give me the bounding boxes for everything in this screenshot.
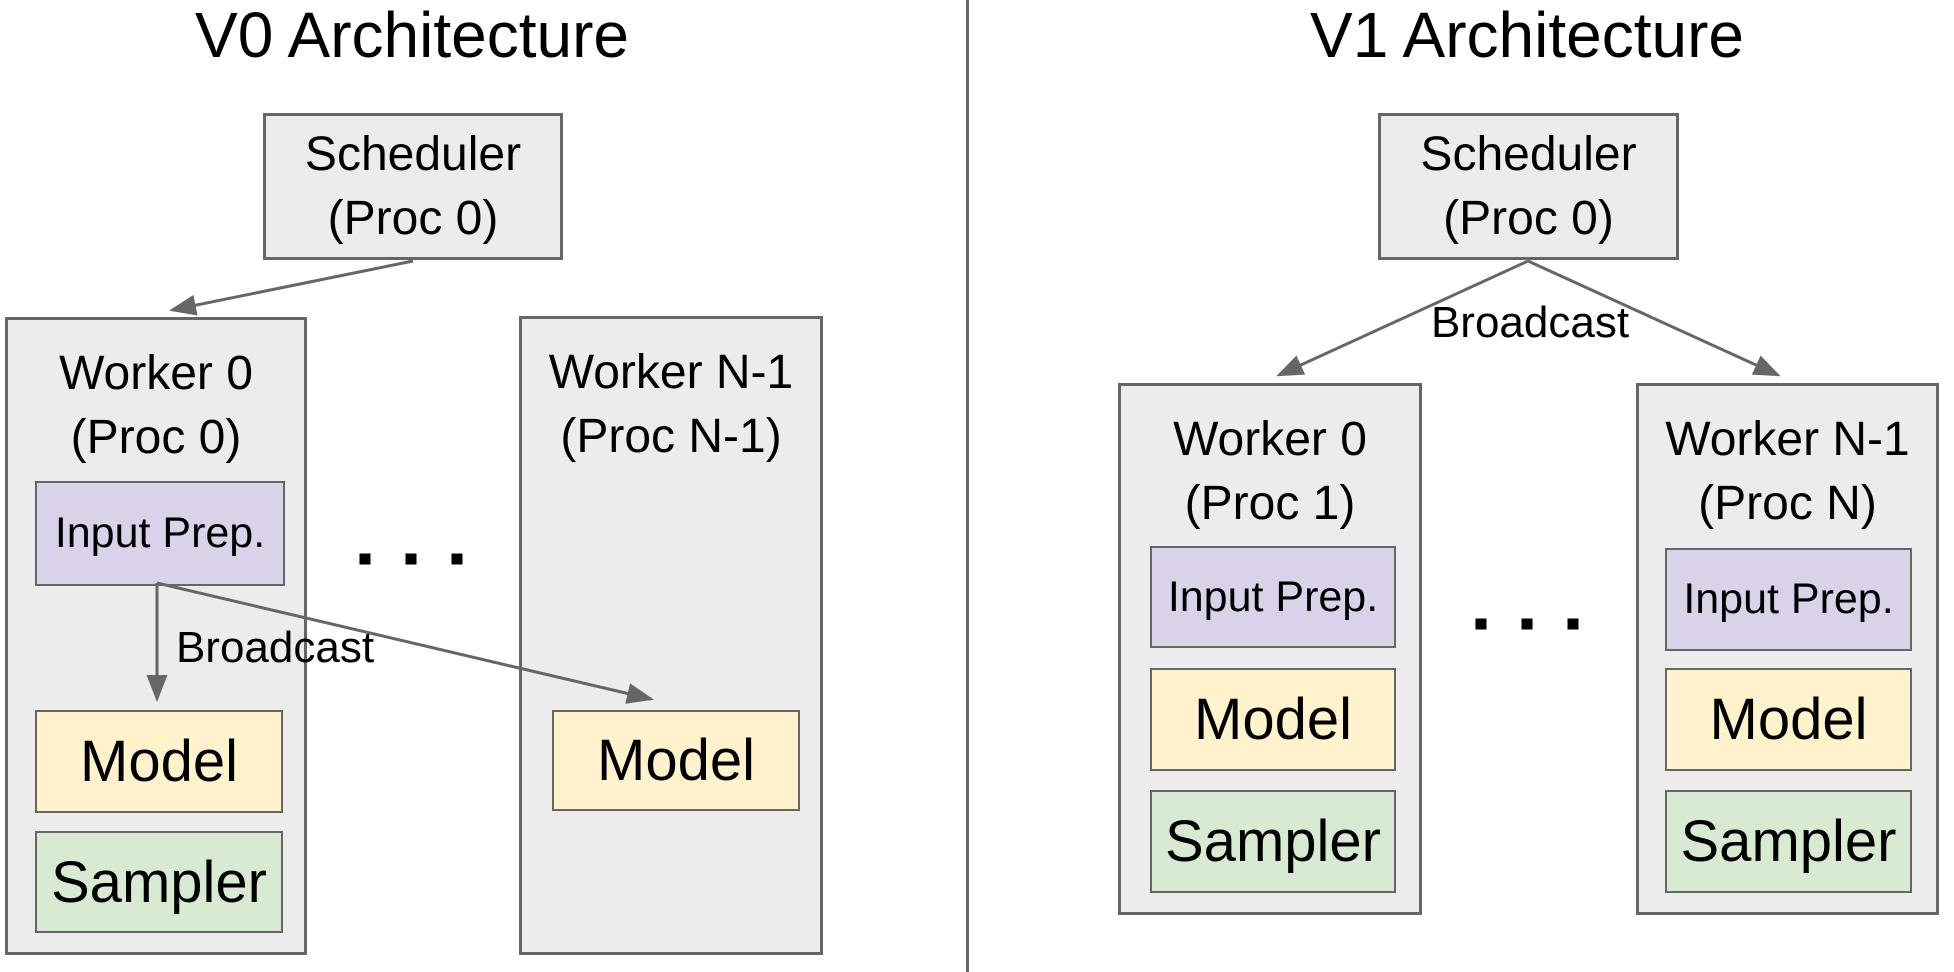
panel-divider-line xyxy=(966,0,969,972)
v1-broadcast-label: Broadcast xyxy=(1430,298,1630,347)
v0-scheduler-line1: Scheduler xyxy=(304,127,522,181)
v1-worker0-box: Worker 0 (Proc 1) Input Prep. Model Samp… xyxy=(1118,383,1422,915)
v1-worker0-sampler-box: Sampler xyxy=(1150,790,1396,893)
v1-scheduler-line2: (Proc 0) xyxy=(1443,191,1614,245)
v0-scheduler-box: Scheduler (Proc 0) xyxy=(263,113,563,260)
v0-worker0-input-prep-box: Input Prep. xyxy=(35,481,285,586)
v1-worker0-model-box: Model xyxy=(1150,668,1396,771)
v1-workerN1-label: Worker N-1 (Proc N) xyxy=(1665,413,1910,530)
v1-worker0-label: Worker 0 (Proc 1) xyxy=(1173,413,1367,530)
v1-scheduler-line1: Scheduler xyxy=(1420,127,1637,181)
v0-workerN1-box: Worker N-1 (Proc N-1) Model xyxy=(519,316,823,955)
v1-panel-title: V1 Architecture xyxy=(1310,0,1744,71)
v0-scheduler-to-worker0-arrow xyxy=(169,259,414,316)
v1-worker0-input-prep-box: Input Prep. xyxy=(1150,546,1396,648)
v1-workerN1-box: Worker N-1 (Proc N) Input Prep. Model Sa… xyxy=(1636,383,1939,915)
v0-worker0-model-box: Model xyxy=(35,710,283,813)
v1-workerN1-input-prep-box: Input Prep. xyxy=(1665,548,1912,651)
v0-worker0-label: Worker 0 (Proc 0) xyxy=(59,347,253,464)
v0-broadcast-label: Broadcast xyxy=(175,623,375,672)
v0-worker0-sampler-box: Sampler xyxy=(35,831,283,933)
v0-ellipsis-icon xyxy=(359,553,463,565)
v0-panel-title: V0 Architecture xyxy=(195,0,629,71)
v1-scheduler-box: Scheduler (Proc 0) xyxy=(1378,113,1679,260)
v1-ellipsis-icon xyxy=(1475,618,1579,630)
v1-workerN1-model-box: Model xyxy=(1665,668,1912,771)
v0-workerN1-label: Worker N-1 (Proc N-1) xyxy=(548,346,794,463)
v0-scheduler-line2: (Proc 0) xyxy=(327,191,499,245)
v0-workerN1-model-box: Model xyxy=(552,710,800,811)
v1-workerN1-sampler-box: Sampler xyxy=(1665,790,1912,893)
